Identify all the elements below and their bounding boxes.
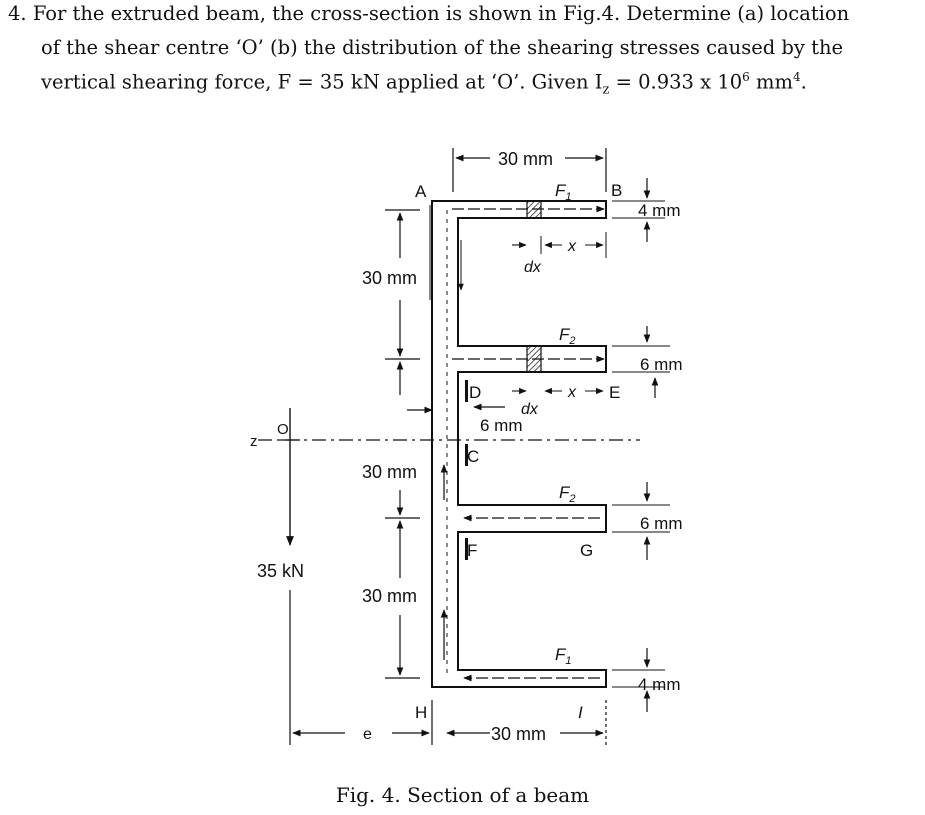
box-D bbox=[465, 380, 468, 402]
dim-right-6-a: 6 mm bbox=[640, 355, 683, 374]
box-C bbox=[465, 444, 468, 466]
q3-mid: = 0.933 x 10 bbox=[609, 70, 743, 94]
q3-post: mm bbox=[749, 70, 793, 94]
force-F2-b: F2 bbox=[559, 483, 576, 505]
elem-x-1: x bbox=[567, 238, 577, 255]
point-B: B bbox=[611, 181, 622, 200]
section-outline bbox=[431, 200, 607, 688]
force-F1-bot: F1 bbox=[555, 645, 572, 667]
point-C: C bbox=[467, 447, 479, 466]
point-E: E bbox=[609, 383, 620, 402]
load-35kN: 35 kN bbox=[257, 561, 304, 581]
question-number: 4. bbox=[8, 2, 27, 25]
point-O: O bbox=[277, 421, 289, 438]
q3-end: . bbox=[800, 70, 807, 94]
dim-left-30-b: 30 mm bbox=[362, 462, 417, 482]
point-F: F bbox=[467, 541, 477, 560]
question-line-1: 4. For the extruded beam, the cross-sect… bbox=[8, 2, 849, 25]
force-F1-top: F1 bbox=[555, 181, 572, 203]
elem-dx-1: dx bbox=[524, 259, 542, 276]
q3-sup2: 4 bbox=[792, 70, 801, 84]
elem-dx-2: dx bbox=[521, 401, 539, 418]
point-G: G bbox=[580, 541, 593, 560]
elem-x-2: x bbox=[567, 384, 577, 401]
dim-top-width: 30 mm bbox=[498, 149, 553, 169]
dim-right-4-top: 4 mm bbox=[638, 201, 681, 220]
q3-pre: vertical shearing force, F = 35 kN appli… bbox=[41, 70, 603, 94]
dim-bottom-width: 30 mm bbox=[491, 724, 546, 744]
question-text-1: For the extruded beam, the cross-section… bbox=[32, 2, 850, 25]
dim-right-6-b: 6 mm bbox=[640, 514, 683, 533]
question-line-2: of the shear centre ‘O’ (b) the distribu… bbox=[41, 36, 844, 59]
point-H: H bbox=[415, 703, 427, 722]
q3-sup: 6 bbox=[742, 70, 750, 84]
dim-right-4-bot: 4 mm bbox=[638, 675, 681, 694]
point-D: D bbox=[469, 383, 481, 402]
axis-z: z bbox=[250, 433, 258, 450]
point-I: I bbox=[578, 703, 583, 722]
q3-sub: z bbox=[602, 82, 610, 98]
dim-left-30-a: 30 mm bbox=[362, 268, 417, 288]
box-F bbox=[465, 538, 468, 560]
dim-web-6: 6 mm bbox=[480, 416, 523, 435]
dim-left-30-c: 30 mm bbox=[362, 586, 417, 606]
question-line-3: vertical shearing force, F = 35 kN appli… bbox=[41, 70, 807, 97]
force-F2-a: F2 bbox=[559, 325, 576, 347]
point-A: A bbox=[415, 182, 427, 201]
point-e: e bbox=[363, 726, 372, 743]
figure-caption: Fig. 4. Section of a beam bbox=[335, 783, 590, 807]
